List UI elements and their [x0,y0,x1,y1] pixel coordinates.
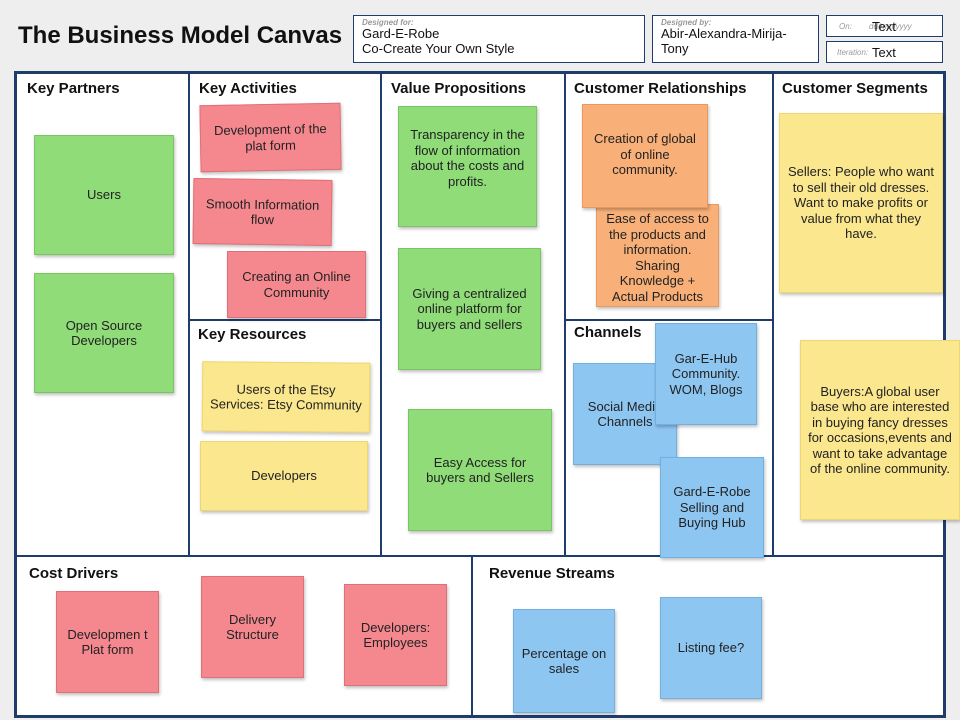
divider [17,555,943,557]
designed-for-box[interactable]: Designed for: Gard-E-Robe Co-Create Your… [353,15,645,63]
sticky-note-buyers[interactable]: Buyers:A global user base who are intere… [800,340,960,520]
date-placeholder: dd/mm/yyyy [869,22,912,31]
designed-by-label: Designed by: [661,18,712,27]
sticky-note-open-source-developers[interactable]: Open Source Developers [34,273,174,393]
sticky-note-users[interactable]: Users [34,135,174,255]
sticky-note-transparency[interactable]: Transparency in the flow of information … [398,106,537,227]
designed-by-box[interactable]: Designed by: Abir-Alexandra-Mirija- Tony [652,15,819,63]
section-value-propositions: Value Propositions [391,80,527,97]
section-revenue-streams: Revenue Streams [489,565,615,582]
sticky-note-listing-fee[interactable]: Listing fee? [660,597,762,699]
sticky-note-information-flow[interactable]: Smooth Information flow [192,178,333,246]
section-cost-drivers: Cost Drivers [29,565,119,582]
sticky-note-developers[interactable]: Developers [200,441,368,511]
sticky-note-percentage-on-sales[interactable]: Percentage on sales [513,609,615,713]
date-box[interactable]: On: dd/mm/yyyy Text [826,15,943,37]
on-label: On: [839,22,852,31]
sticky-note-delivery-structure[interactable]: Delivery Structure [201,576,304,678]
divider [189,319,381,321]
sticky-note-sellers[interactable]: Sellers: People who want to sell their o… [779,113,943,293]
page-title: The Business Model Canvas [18,22,343,49]
sticky-note-etsy-users[interactable]: Users of the Etsy Services: Etsy Communi… [201,361,371,433]
sticky-note-developers-employees[interactable]: Developers: Employees [344,584,447,686]
section-customer-segments: Customer Segments [782,80,928,97]
divider [564,74,566,556]
section-key-resources: Key Resources [198,326,307,343]
iteration-label: Iteration: [837,48,869,57]
sticky-note-global-community[interactable]: Creation of global of online community. [582,104,708,208]
section-key-activities: Key Activities [199,80,297,97]
date-value: Text [872,19,896,34]
section-channels: Channels [574,324,642,341]
sticky-note-ease-of-access[interactable]: Ease of access to the products and infor… [596,204,719,307]
designed-by-value: Abir-Alexandra-Mirija- Tony [661,26,787,56]
divider [471,556,473,715]
divider [188,74,190,556]
designed-for-value: Gard-E-Robe Co-Create Your Own Style [362,26,515,56]
section-customer-relationships: Customer Relationships [574,80,747,97]
divider [772,74,774,556]
designed-for-label: Designed for: [362,18,414,27]
divider [565,319,773,321]
sticky-note-development-platform-cost[interactable]: Developmen t Plat form [56,591,159,693]
iteration-value: Text [872,45,896,60]
sticky-note-online-community[interactable]: Creating an Online Community [227,251,366,318]
sticky-note-development-platform[interactable]: Development of the plat form [199,102,342,173]
sticky-note-easy-access[interactable]: Easy Access for buyers and Sellers [408,409,552,531]
iteration-box[interactable]: Iteration: Text [826,41,943,63]
sticky-note-selling-hub[interactable]: Gard-E-Robe Selling and Buying Hub [660,457,764,558]
sticky-note-hub-community[interactable]: Gar-E-Hub Community. WOM, Blogs [655,323,757,425]
sticky-note-centralized-platform[interactable]: Giving a centralized online platform for… [398,248,541,370]
divider [380,74,382,556]
section-key-partners: Key Partners [27,80,120,97]
